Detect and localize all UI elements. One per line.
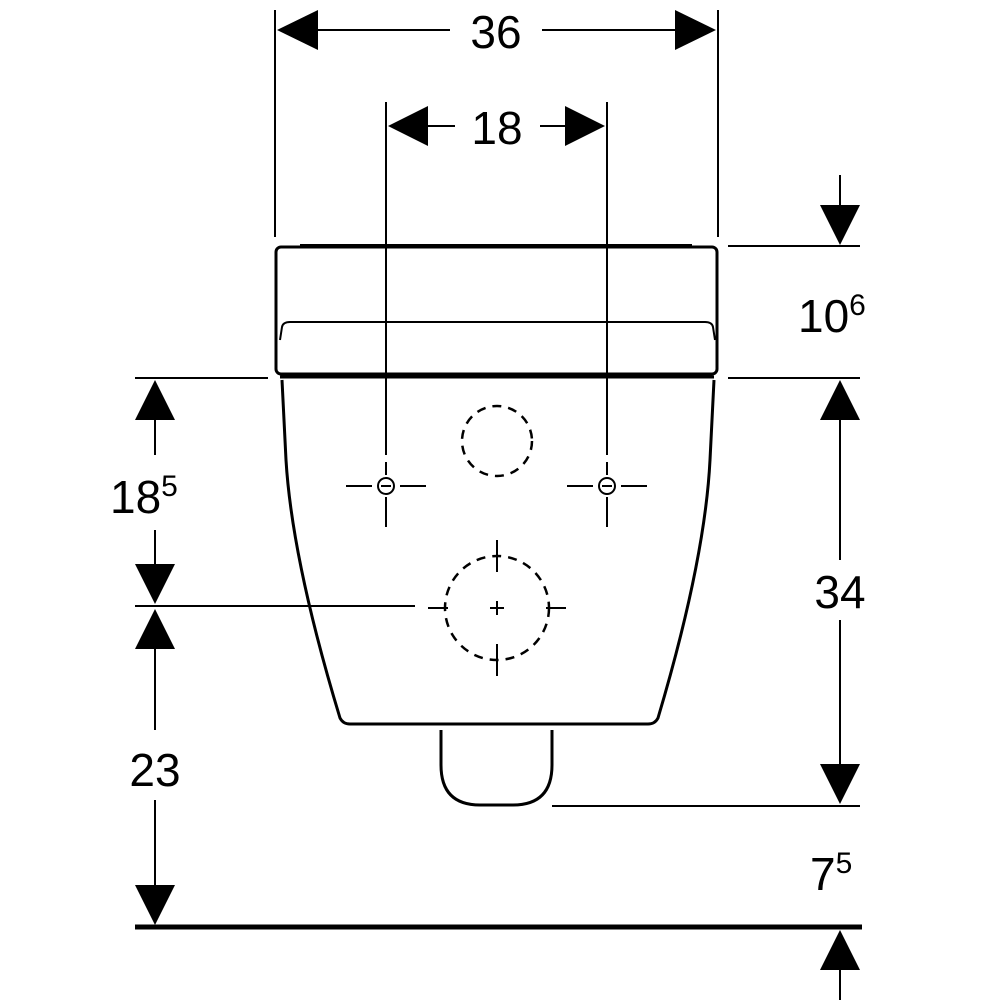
fixing-height-value: 185	[110, 470, 178, 523]
arrow-down	[820, 764, 860, 804]
width-value: 36	[470, 6, 521, 58]
fixing-hole-right	[567, 462, 647, 527]
arrow-left	[277, 10, 318, 50]
arrow-down	[135, 564, 175, 604]
toilet-seat	[274, 244, 719, 379]
outlet-height-dimension: 23	[129, 609, 181, 925]
arrow-up	[820, 930, 860, 970]
width-dimension: 36	[274, 6, 719, 237]
hole-spacing-value: 18	[471, 102, 522, 154]
outlet-spigot	[439, 730, 554, 807]
fixing-hole-icon	[377, 477, 395, 495]
floor-gap-dimension: 75	[810, 847, 860, 1000]
arrow-down	[820, 205, 860, 245]
inlet-circle	[460, 404, 534, 478]
bowl-outline	[280, 379, 716, 726]
arrow-left	[388, 106, 428, 146]
arrow-right	[675, 10, 716, 50]
inner-features	[346, 404, 647, 676]
toilet-bowl	[280, 379, 716, 807]
arrow-up	[135, 609, 175, 649]
seat-outline	[274, 245, 719, 376]
hole-spacing-dimension: 18	[385, 102, 608, 455]
arrow-up	[135, 380, 175, 420]
fixing-hole-left	[346, 462, 426, 527]
outlet-height-value: 23	[129, 744, 180, 796]
bowl-height-dimension: 34	[814, 380, 866, 804]
arrow-right	[565, 106, 605, 146]
fixing-hole-icon	[598, 477, 616, 495]
bowl-height-value: 34	[814, 566, 865, 618]
arrow-up	[820, 380, 860, 420]
fixing-height-dimension: 185	[110, 380, 178, 604]
seat-rim-line	[279, 321, 716, 341]
arrow-down	[135, 885, 175, 925]
floor-gap-value: 75	[810, 847, 852, 900]
outlet-circle-group	[428, 540, 566, 676]
seat-height-dimension: 106	[798, 175, 866, 342]
seat-height-value: 106	[798, 289, 866, 342]
